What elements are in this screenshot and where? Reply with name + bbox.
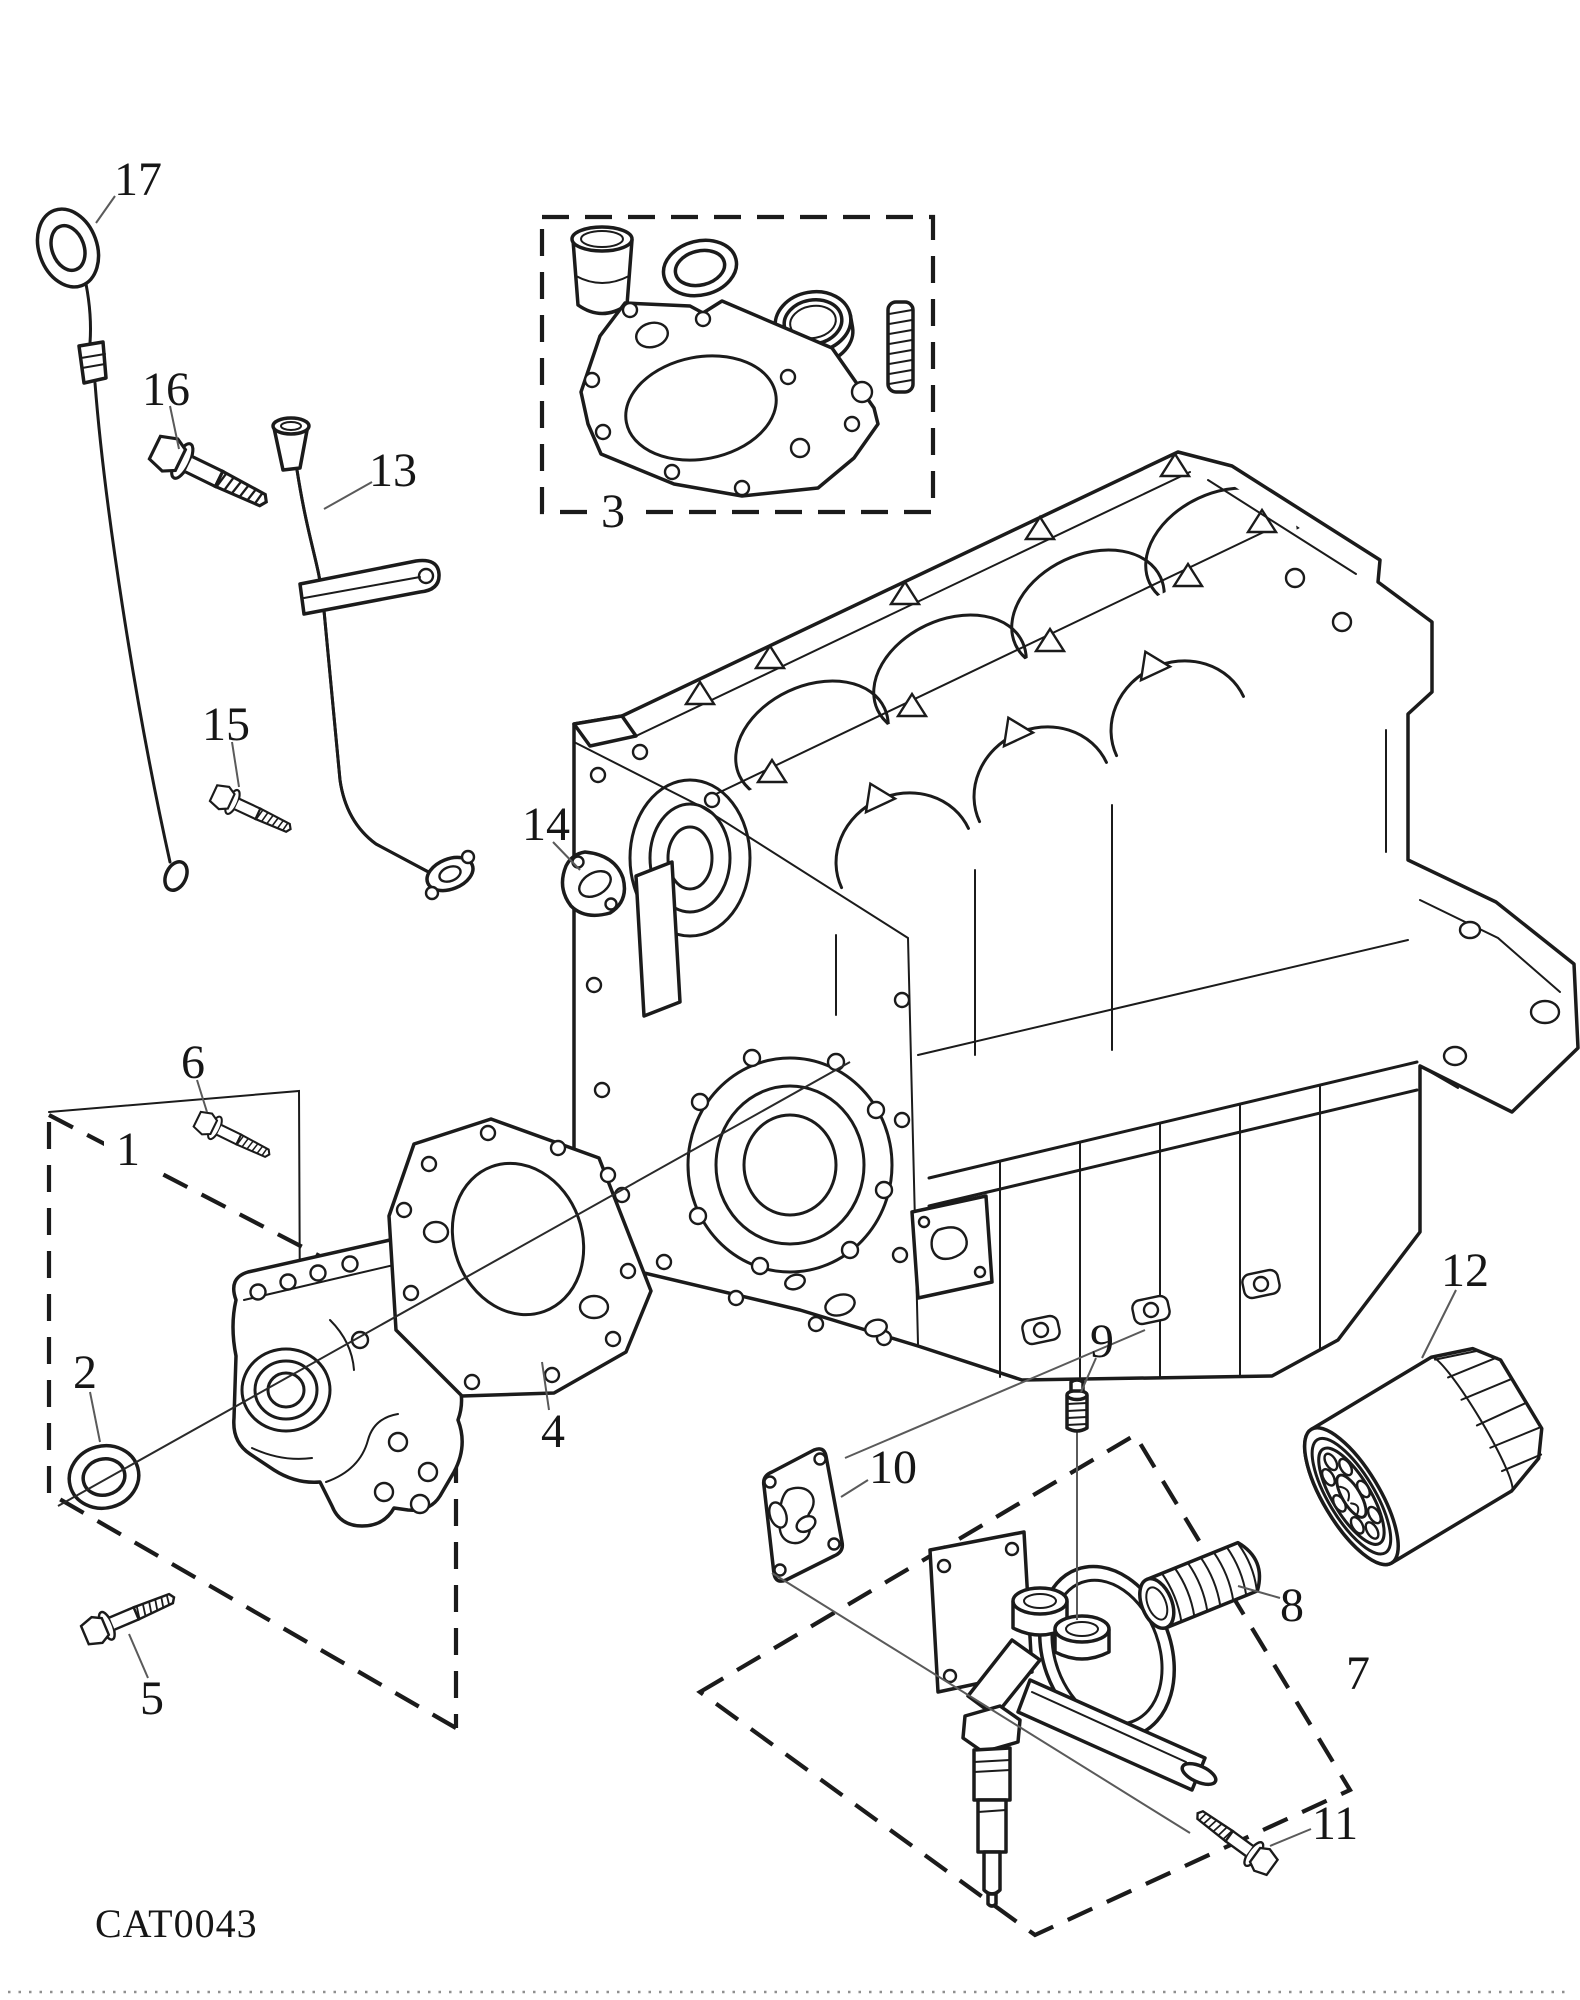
- callout-14[interactable]: 14: [522, 798, 570, 851]
- bolt-6: [190, 1107, 276, 1167]
- leader-lines: [89, 195, 1457, 1847]
- sump-rail-pads: [1021, 1268, 1281, 1346]
- callout-15[interactable]: 15: [202, 698, 250, 751]
- callout-5[interactable]: 5: [140, 1672, 164, 1725]
- bolt-16: [145, 429, 277, 521]
- bolt-15: [207, 780, 298, 842]
- callout-9[interactable]: 9: [1090, 1315, 1114, 1368]
- engine-block-drawing: [572, 450, 1580, 1382]
- tube-fitting: [424, 849, 476, 901]
- callout-11[interactable]: 11: [1312, 1797, 1358, 1850]
- callout-labels: 17 16 13 15 14 3 6 1 2 4 5 10 9 12 8 7 1…: [73, 153, 1489, 1850]
- callout-8[interactable]: 8: [1280, 1579, 1304, 1632]
- kit-gasket: [579, 299, 880, 498]
- front-face-openings: [628, 778, 894, 1276]
- deck-bosses: [683, 451, 1279, 784]
- gasket-4: [387, 1117, 653, 1398]
- oil-filter-drawing: [1302, 1346, 1544, 1567]
- bolt-5: [77, 1582, 181, 1650]
- dipstick-tube-drawing: [271, 416, 627, 918]
- axis-line-pump: [57, 1061, 851, 1507]
- filter-housing-group: [696, 1329, 1354, 1938]
- callout-12[interactable]: 12: [1441, 1244, 1489, 1297]
- stud-9: [1065, 1378, 1089, 1620]
- callout-7[interactable]: 7: [1346, 1647, 1370, 1700]
- seal-2: [67, 1443, 141, 1511]
- tube-bracket: [298, 558, 441, 616]
- mounting-lug: [1419, 899, 1561, 1089]
- callout-3[interactable]: 3: [601, 485, 625, 538]
- callout-2[interactable]: 2: [73, 1346, 97, 1399]
- axis-line-housing: [771, 1572, 1191, 1834]
- callout-4[interactable]: 4: [541, 1405, 565, 1458]
- bolt-11: [1188, 1800, 1282, 1880]
- dipstick-drawing: [35, 207, 189, 892]
- callout-13[interactable]: 13: [369, 444, 417, 497]
- oil-filter-housing-drawing: [928, 1530, 1218, 1908]
- gasket-10: [761, 1447, 845, 1583]
- kit-plug: [570, 225, 634, 316]
- callout-16[interactable]: 16: [142, 363, 190, 416]
- gasket10-to-block-line: [844, 1329, 1146, 1459]
- callout-10[interactable]: 10: [869, 1441, 917, 1494]
- callout-6[interactable]: 6: [181, 1036, 205, 1089]
- threaded-nipple-8: [1138, 1540, 1262, 1630]
- callout-1[interactable]: 1: [116, 1123, 140, 1176]
- callout-17[interactable]: 17: [114, 153, 162, 206]
- kit-o-ring: [661, 238, 739, 298]
- gasket-kit-group: [539, 214, 936, 530]
- crankcase-arches: [834, 649, 1245, 890]
- diagram-code: CAT0043: [95, 1901, 258, 1946]
- kit-spring: [886, 300, 915, 394]
- filter-pad: [910, 1194, 994, 1300]
